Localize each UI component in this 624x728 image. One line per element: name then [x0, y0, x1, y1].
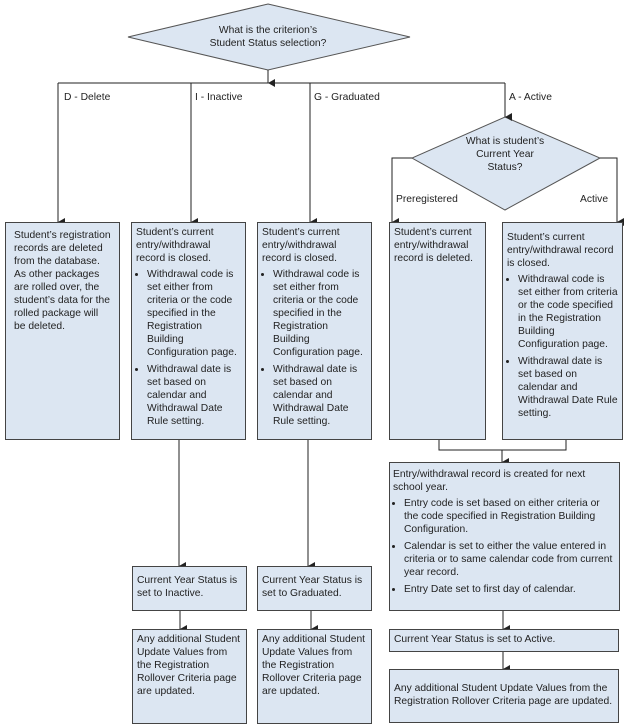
entry-record-box: Entry/withdrawal record is created for n…: [389, 462, 620, 611]
entry-intro: Entry/withdrawal record is created for n…: [393, 469, 586, 493]
decision-main-line2: Student Status selection?: [209, 38, 327, 49]
decision-diamond-active: [410, 116, 602, 211]
active-bullet: Withdrawal date is set based on calendar…: [518, 355, 618, 420]
active-box: Student’s current entry/withdrawal recor…: [502, 222, 623, 440]
update-inactive-box: Any additional Student Update Values fro…: [132, 629, 247, 724]
decision-active-line1: What is student’s: [465, 136, 545, 147]
decision-main-line1: What is the criterion’s: [218, 25, 318, 36]
status-active-text: Current Year Status is set to Active.: [394, 634, 556, 645]
graduated-bullet: Withdrawal date is set based on calendar…: [273, 363, 367, 428]
graduated-intro: Student’s current entry/withdrawal recor…: [262, 227, 340, 264]
active-intro: Student’s current entry/withdrawal recor…: [507, 232, 614, 269]
active-bullet: Withdrawal code is set either from crite…: [518, 273, 618, 351]
branch-label-inactive: I - Inactive: [195, 92, 243, 103]
decision-active-line2: Current Year: [476, 149, 534, 160]
update-inactive-text: Any additional Student Update Values fro…: [137, 634, 241, 697]
update-active-text: Any additional Student Update Values fro…: [394, 683, 613, 707]
status-inactive-box: Current Year Status is set to Inactive.: [132, 566, 247, 611]
decision-main-text: What is the criterion’s Student Status s…: [188, 24, 348, 50]
branch-label-active: A - Active: [509, 92, 552, 103]
preregistered-intro: Student’s current entry/withdrawal recor…: [394, 227, 473, 264]
status-inactive-text: Current Year Status is set to Inactive.: [137, 575, 238, 599]
inactive-bullet: Withdrawal code is set either from crite…: [147, 268, 241, 359]
branch-label-delete: D - Delete: [64, 92, 111, 103]
decision-active-text: What is student’s Current Year Status?: [445, 135, 565, 174]
entry-bullet: Entry code is set based on either criter…: [404, 497, 616, 536]
branch-label-preregistered: Preregistered: [396, 194, 458, 205]
inactive-intro: Student’s current entry/withdrawal recor…: [136, 227, 214, 264]
update-graduated-box: Any additional Student Update Values fro…: [257, 629, 372, 724]
inactive-box: Student’s current entry/withdrawal recor…: [131, 222, 246, 440]
preregistered-box: Student’s current entry/withdrawal recor…: [389, 222, 486, 440]
delete-box: Student’s registration records are delet…: [5, 222, 120, 440]
branch-label-graduated: G - Graduated: [314, 92, 380, 103]
graduated-bullet: Withdrawal code is set either from crite…: [273, 268, 367, 359]
status-graduated-text: Current Year Status is set to Graduated.: [262, 575, 363, 599]
entry-bullet: Calendar is set to either the value ente…: [404, 540, 616, 579]
inactive-bullet: Withdrawal date is set based on calendar…: [147, 363, 241, 428]
entry-bullet: Entry Date set to first day of calendar.: [404, 583, 616, 596]
branch-label-current-active: Active: [580, 194, 609, 205]
delete-text-1: Student’s registration records are delet…: [14, 230, 111, 267]
update-graduated-text: Any additional Student Update Values fro…: [262, 634, 366, 697]
update-active-box: Any additional Student Update Values fro…: [389, 669, 619, 723]
delete-text-2: As other packages are rolled over, the s…: [14, 269, 110, 332]
graduated-box: Student’s current entry/withdrawal recor…: [257, 222, 372, 440]
status-active-box: Current Year Status is set to Active.: [389, 629, 619, 652]
decision-active-line3: Status?: [487, 162, 523, 173]
status-graduated-box: Current Year Status is set to Graduated.: [257, 566, 372, 611]
